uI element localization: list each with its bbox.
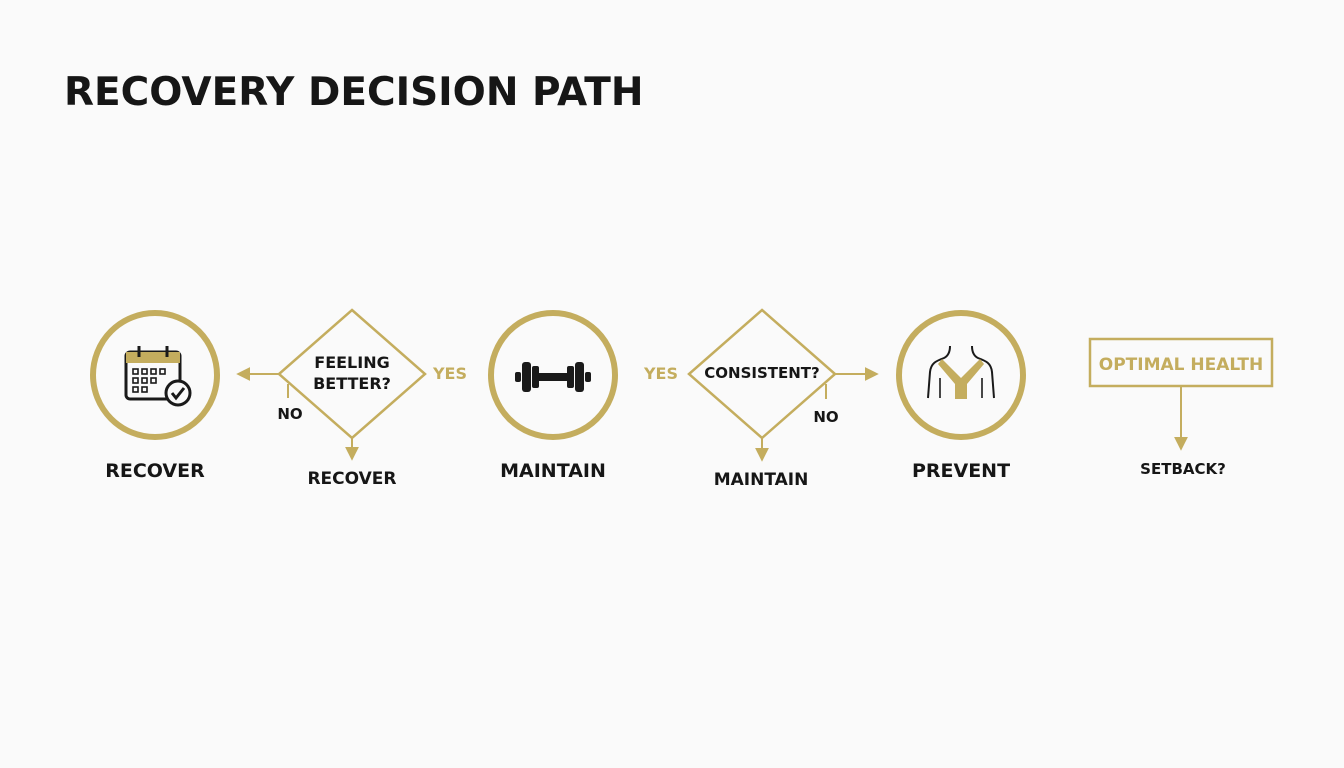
calendar-check-icon [124, 346, 192, 407]
decision-consistent-no: NO [813, 408, 838, 426]
decision-consistent-below: MAINTAIN [714, 470, 809, 490]
decision-feeling-better-line2: BETTER? [313, 374, 391, 393]
decision-feeling-better-yes: YES [432, 364, 467, 383]
dumbbell-icon [515, 362, 591, 392]
decision-feeling-better-line1: FEELING [314, 353, 389, 372]
stage-recover-label: RECOVER [105, 460, 205, 482]
stage-recover[interactable]: RECOVER [90, 310, 220, 482]
decision-consistent[interactable]: CONSISTENT? YES NO MAINTAIN [643, 308, 879, 490]
outcome-optimal-health[interactable]: OPTIMAL HEALTH SETBACK? [1088, 337, 1274, 478]
decision-consistent-yes: YES [643, 364, 678, 383]
outcome-label: OPTIMAL HEALTH [1099, 355, 1264, 375]
outcome-below: SETBACK? [1140, 460, 1226, 478]
decision-feeling-better-no: NO [277, 405, 302, 423]
decision-feeling-better-below: RECOVER [307, 469, 396, 489]
page-title: RECOVERY DECISION PATH [64, 70, 644, 115]
stage-recover-ring [90, 310, 220, 440]
stage-prevent-label: PREVENT [912, 460, 1010, 482]
stage-prevent[interactable]: PREVENT [896, 310, 1026, 482]
decision-feeling-better[interactable]: FEELING BETTER? NO YES RECOVER [236, 308, 467, 489]
decision-consistent-text: CONSISTENT? [704, 364, 819, 382]
stage-maintain-ring [488, 310, 618, 440]
stage-maintain-label: MAINTAIN [500, 460, 606, 482]
stage-prevent-ring [896, 310, 1026, 440]
stage-maintain[interactable]: MAINTAIN [488, 310, 618, 482]
torso-brace-icon [927, 345, 995, 399]
